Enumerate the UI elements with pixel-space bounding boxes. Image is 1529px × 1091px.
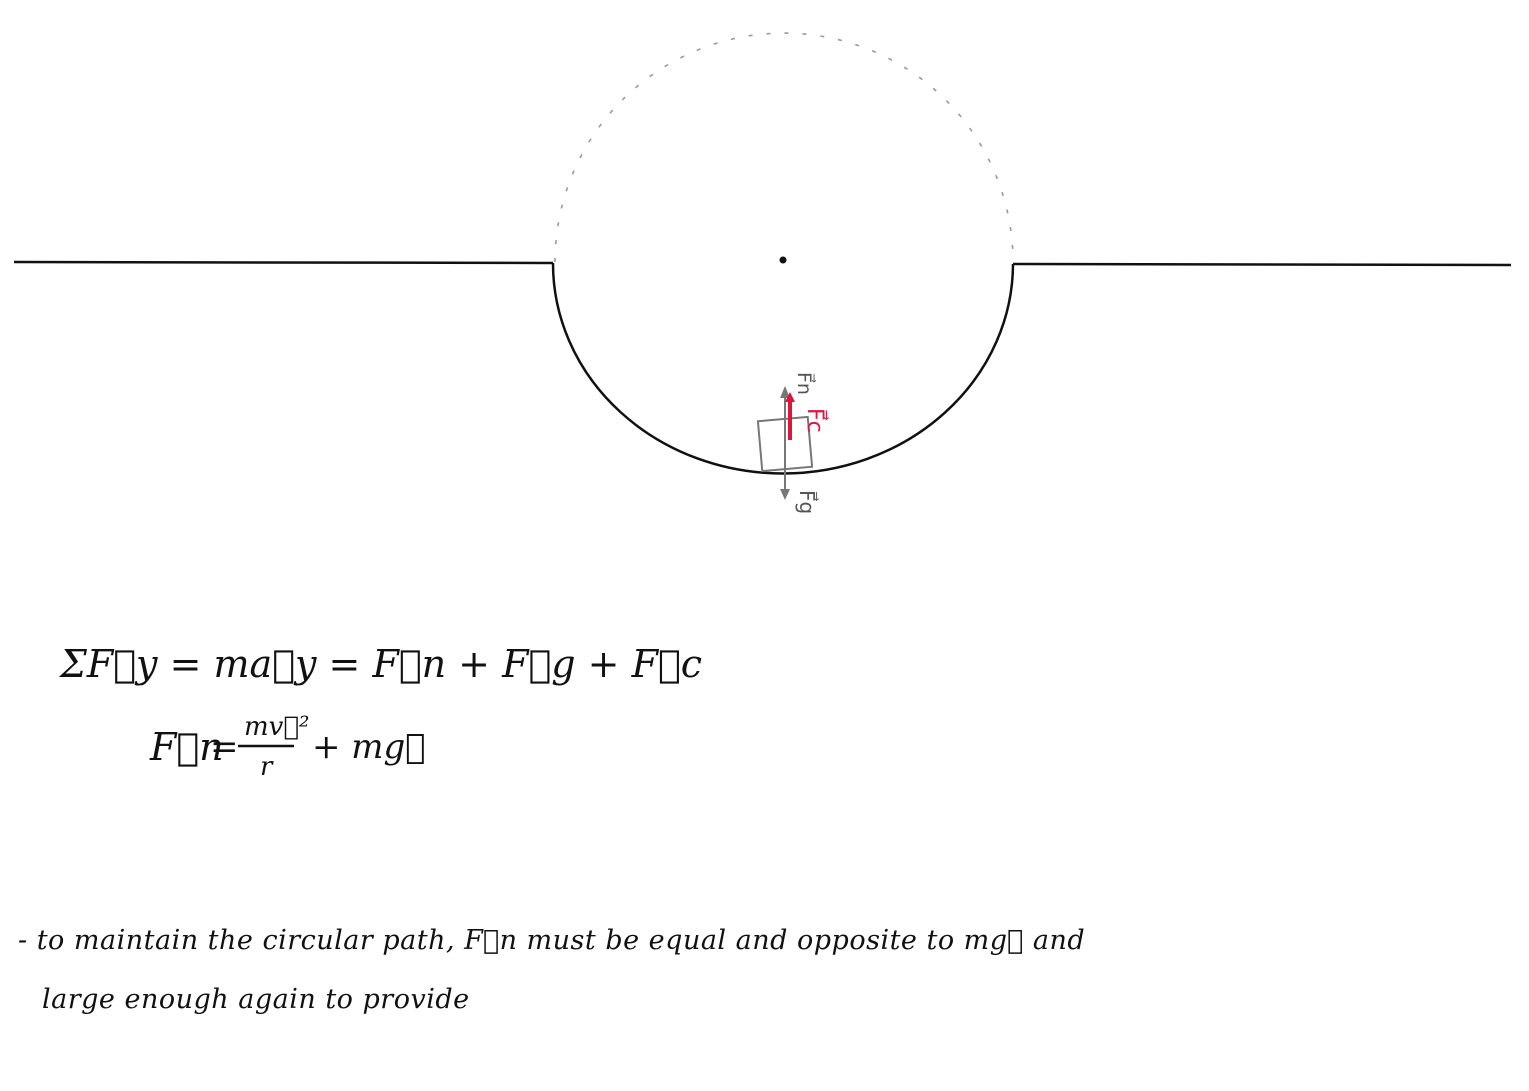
gravity-force-label: F⃗g: [795, 490, 820, 514]
centripetal-force-label: F⃗c: [802, 408, 829, 433]
equation-numerator: mv⃗²: [244, 712, 309, 742]
arrow-up-icon: [780, 386, 790, 398]
note-line-1: - to maintain the circular path, F⃗n mus…: [18, 925, 1086, 956]
arrow-down-icon: [780, 489, 790, 500]
equation-gravity-term: + mg⃗: [312, 727, 426, 767]
ground-line-right: [1012, 262, 1512, 267]
equation-equals: =: [210, 727, 239, 767]
equation-denominator: r: [260, 752, 274, 782]
equation-normal-lhs: F⃗n: [149, 725, 224, 769]
arrow-up-red-icon: [785, 392, 795, 402]
block-icon: [756, 415, 814, 473]
center-point-icon: [779, 256, 787, 264]
circular-track: [551, 262, 1015, 475]
normal-force-label: F⃗n: [793, 372, 816, 395]
ground-line-left: [13, 260, 554, 265]
note-line-2: large enough again to provide: [42, 984, 470, 1015]
equation-sum-forces: ΣF⃗y = ma⃗y = F⃗n + F⃗g + F⃗c: [58, 642, 702, 686]
dashed-circle-top: [554, 32, 1014, 263]
